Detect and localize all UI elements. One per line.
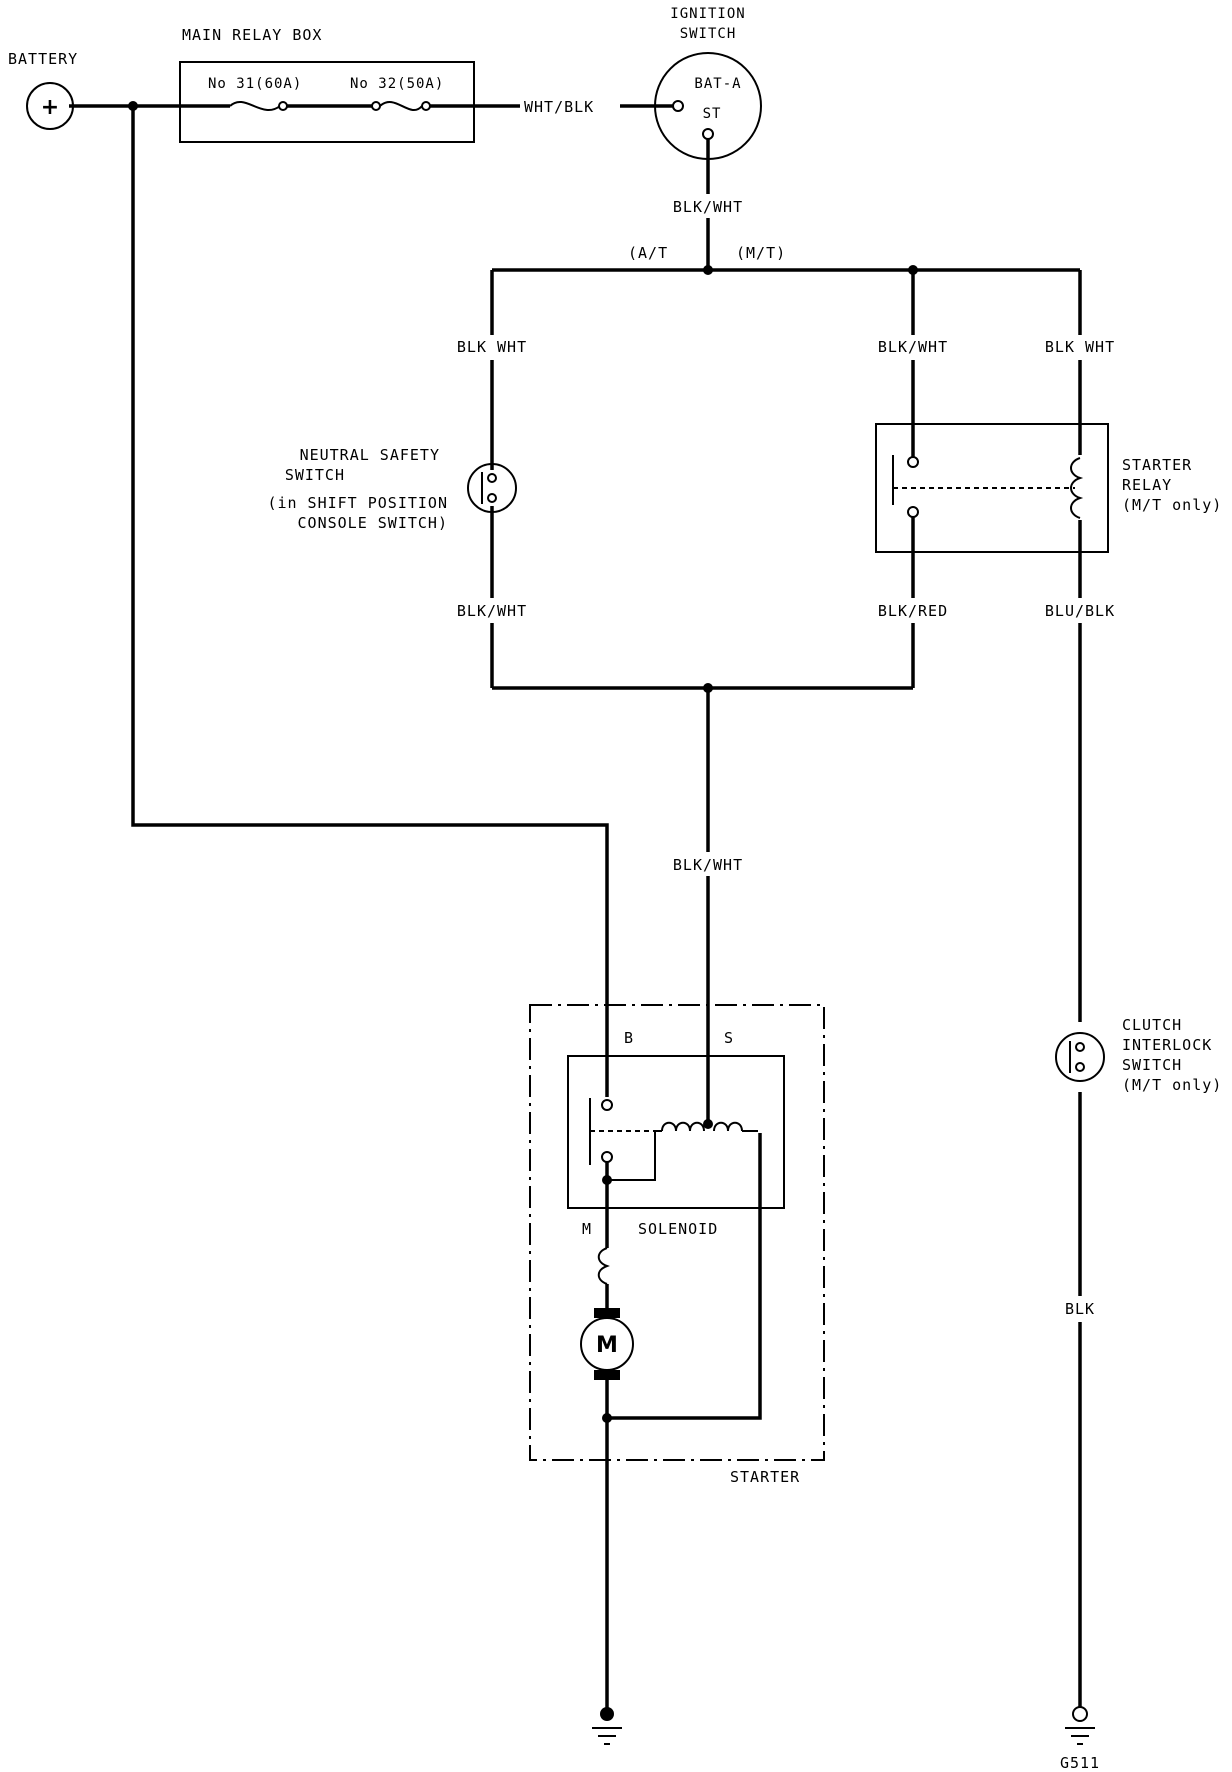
solenoid-coil-1-icon: [661, 1121, 705, 1132]
wire-color-blu-blk: BLU/BLK: [1045, 602, 1115, 620]
wire-color-mid-upper: BLK/WHT: [878, 338, 948, 356]
neutral-safety-label-4: CONSOLE SWITCH): [298, 514, 448, 532]
motor-brush-bottom-icon: [594, 1370, 620, 1380]
wire-color-blk-wht-top: BLK/WHT: [673, 198, 743, 216]
starter-outline: [529, 1004, 825, 1461]
fuse-31-icon: [229, 100, 281, 112]
ignition-switch-label-2: SWITCH: [680, 26, 737, 42]
wire-battery-to-starter-b: [131, 106, 609, 1097]
clutch-label-2: INTERLOCK: [1122, 1036, 1212, 1054]
ignition-st-label: ST: [703, 106, 722, 122]
battery-label: BATTERY: [8, 50, 78, 68]
wire-solenoid-return: [607, 1133, 762, 1420]
fuse-32-terminal-a: [371, 101, 381, 111]
starter-relay-contact-a: [907, 456, 919, 468]
solenoid-frame: [567, 1055, 785, 1209]
starter-relay-label-2: RELAY: [1122, 476, 1172, 494]
starter-relay-label-3: (M/T only): [1122, 496, 1222, 514]
terminal-m-label: M: [582, 1220, 592, 1238]
neutral-safety-switch-body: [467, 463, 517, 513]
mt-label: (M/T): [736, 244, 786, 262]
ignition-switch-label-1: IGNITION: [670, 6, 745, 22]
ground-g511: G511: [1060, 1706, 1100, 1772]
starter-relay-coil-icon: [1070, 457, 1084, 519]
wires: [69, 104, 1082, 1708]
terminal-b-label: B: [624, 1029, 634, 1047]
ignition-bat-terminal: [672, 100, 684, 112]
neutral-safety-label-1: NEUTRAL SAFETY: [300, 446, 440, 464]
wire-color-right-upper: BLK WHT: [1045, 338, 1115, 356]
ignition-switch-body: [654, 52, 762, 160]
main-relay-box: MAIN RELAY BOX No 31(60A) No 32(50A): [179, 26, 475, 143]
ground-g511-label: G511: [1060, 1754, 1100, 1772]
solenoid-s-junction: [703, 1119, 713, 1129]
motor-brush-top-icon: [594, 1308, 620, 1318]
solenoid-coil-2-icon: [713, 1121, 743, 1132]
main-relay-box-frame: [179, 61, 475, 143]
battery: BATTERY +: [8, 50, 138, 130]
battery-terminal-icon: [26, 82, 74, 130]
fuse-32-icon: [379, 100, 423, 112]
solenoid-label: SOLENOID: [638, 1220, 718, 1238]
motor-label: M: [596, 1333, 618, 1358]
wire-color-blk: BLK: [1065, 1300, 1095, 1318]
ground-starter-terminal: [600, 1707, 614, 1721]
neutral-safety-label-3: (in SHIFT POSITION: [267, 494, 448, 512]
clutch-label-4: (M/T only): [1122, 1076, 1222, 1094]
main-relay-box-label: MAIN RELAY BOX: [182, 26, 322, 44]
clutch-switch-terminal-a: [1075, 1042, 1085, 1052]
fuse-31-terminal: [278, 101, 288, 111]
clutch-switch-body: [1055, 1032, 1105, 1082]
ignition-bat-a-label: BAT-A: [694, 76, 741, 92]
wire-color-left-lower: BLK/WHT: [457, 602, 527, 620]
solenoid-terminal-b: [601, 1099, 613, 1111]
terminal-s-label: S: [724, 1029, 734, 1047]
neutral-safety-terminal-a: [487, 473, 497, 483]
ignition-switch: IGNITION SWITCH BAT-A ST: [654, 6, 762, 160]
junction-motor-return: [602, 1413, 612, 1423]
junction-m: [602, 1175, 612, 1185]
wire-color-wht-blk: WHT/BLK: [524, 98, 594, 116]
ignition-st-terminal: [702, 128, 714, 140]
fuse-31-label: No 31(60A): [208, 76, 302, 92]
battery-plus-symbol: +: [41, 95, 59, 120]
at-label: (A/T: [628, 244, 668, 262]
fuse-32-terminal-b: [421, 101, 431, 111]
starter-label: STARTER: [730, 1468, 800, 1486]
junction-battery: [128, 101, 138, 111]
clutch-label-3: SWITCH: [1122, 1056, 1182, 1074]
starter-relay-label-1: STARTER: [1122, 456, 1192, 474]
wire-color-center: BLK/WHT: [673, 856, 743, 874]
ground-g511-terminal: [1072, 1706, 1088, 1722]
field-coil-icon: [597, 1247, 610, 1285]
clutch-switch-terminal-b: [1075, 1062, 1085, 1072]
wire-color-left-upper: BLK WHT: [457, 338, 527, 356]
wire-color-blk-red: BLK/RED: [878, 602, 948, 620]
solenoid-terminal-m: [601, 1151, 613, 1163]
fuse-32-label: No 32(50A): [350, 76, 444, 92]
junction-bottom-center: [703, 683, 713, 693]
neutral-safety-terminal-b: [487, 493, 497, 503]
ground-starter: [592, 1707, 622, 1745]
starter: B S M SOLENOID M STARTER: [529, 1004, 825, 1486]
clutch-label-1: CLUTCH: [1122, 1016, 1182, 1034]
junction-top-center: [703, 265, 713, 275]
clutch-interlock-switch: CLUTCH INTERLOCK SWITCH (M/T only): [1055, 1016, 1222, 1094]
solenoid-coil-to-m: [607, 1130, 662, 1181]
neutral-safety-switch: NEUTRAL SAFETY SWITCH (in SHIFT POSITION…: [267, 446, 517, 532]
neutral-safety-label-2: SWITCH: [285, 466, 345, 484]
starter-relay-contact-b: [907, 506, 919, 518]
starter-relay: STARTER RELAY (M/T only): [875, 423, 1222, 553]
starter-relay-frame: [875, 423, 1109, 553]
junction-top-right: [908, 265, 918, 275]
